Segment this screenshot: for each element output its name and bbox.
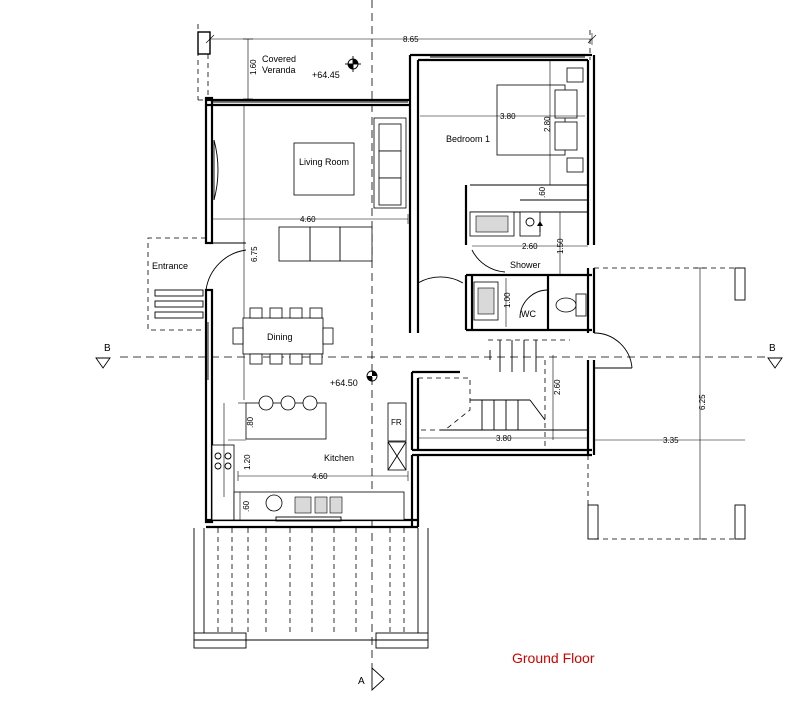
fridge-label: FR (391, 418, 402, 427)
dim-overall-width: 8.65 (205, 33, 597, 45)
sink-left-icon (294, 496, 312, 514)
room-label-veranda-2: Veranda (262, 65, 296, 75)
section-label-a: A (358, 676, 365, 687)
coffee-table (293, 142, 355, 196)
hob-icon (214, 452, 232, 470)
section-marker-b-left: B (95, 343, 111, 369)
bedroom: Bedroom 1 3.80 2.80 (417, 60, 585, 284)
level-veranda: +64.45 (312, 70, 340, 80)
room-label-veranda-1: Covered (262, 54, 296, 64)
dim-kitchen-gap-text: 1.20 (243, 454, 252, 470)
level-marker-main-icon (366, 370, 378, 382)
pergola (193, 528, 429, 649)
fridge (387, 402, 407, 442)
kitchen: Kitchen FR .80 1.20 4.60 .60 (211, 395, 409, 522)
dim-veranda-depth: 1.60 (243, 38, 258, 100)
dim-stair-width-text: 3.80 (496, 434, 512, 443)
sofa-bottom (278, 226, 373, 262)
dining-table (242, 317, 324, 355)
entrance: Entrance (147, 237, 247, 331)
room-label-wc: WC (521, 309, 536, 319)
level-marker-veranda-icon (345, 56, 361, 72)
carport-area: 3.35 6.25 (587, 267, 746, 540)
dim-island-depth-text: .80 (246, 416, 255, 428)
level-main: +64.50 (330, 378, 358, 388)
dim-living-width-text: 4.60 (300, 215, 316, 224)
drawing-title: Ground Floor (512, 650, 595, 666)
room-label-bedroom: Bedroom 1 (446, 134, 490, 144)
section-marker-b-right: B (767, 343, 783, 369)
room-label-dining: Dining (267, 332, 293, 342)
bin-icon (265, 494, 283, 512)
room-label-living: Living Room (299, 157, 349, 167)
dim-shower-top-text: .60 (538, 186, 547, 198)
dim-counter-depth-text: .60 (242, 500, 251, 512)
dim-shower-height-text: 1.50 (556, 238, 565, 254)
sink-right-icon (314, 496, 328, 514)
dim-garage-width-text: 3.35 (663, 436, 679, 445)
room-label-entrance: Entrance (152, 261, 188, 271)
living-room: Living Room 4.60 6.75 (211, 106, 409, 400)
section-label-b-left: B (104, 343, 111, 354)
sofa-right (373, 117, 407, 209)
dim-bedroom-width-text: 3.80 (500, 112, 516, 121)
section-marker-a: A (358, 666, 385, 692)
dim-living-height-text: 6.75 (250, 246, 259, 262)
staircase: 2.60 3.80 (418, 332, 633, 450)
dim-kitchen-width-text: 4.60 (312, 472, 328, 481)
dining-area: Dining (232, 307, 334, 365)
wc: 1.00 WC (473, 278, 587, 327)
dim-shower-width-text: 2.60 (522, 242, 538, 251)
room-label-kitchen: Kitchen (324, 453, 354, 463)
room-label-shower: Shower (510, 260, 541, 270)
dim-garage-height-text: 6.25 (698, 394, 707, 410)
dim-wc-width-text: 1.00 (503, 292, 512, 308)
dim-stair-height-text: 2.60 (553, 379, 562, 395)
section-label-b-right: B (769, 343, 776, 354)
dim-bedroom-height-text: 2.80 (543, 116, 552, 132)
dim-overall-width-text: 8.65 (403, 35, 419, 44)
bed (496, 84, 566, 156)
shower: .60 2.60 1.50 Shower (469, 186, 588, 275)
dim-veranda-depth-text: 1.60 (249, 59, 258, 75)
